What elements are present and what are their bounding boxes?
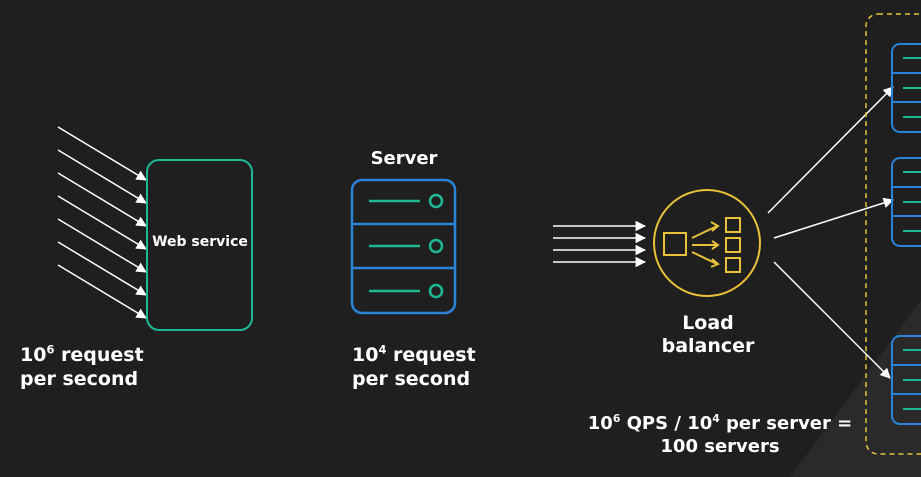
web-service-request-rate: 106 request per second — [20, 343, 144, 391]
load-balancer-icon — [653, 189, 761, 297]
per-server-text: per server = — [719, 413, 853, 434]
rate-unit: request — [54, 344, 144, 366]
web-service-label: Web service — [152, 234, 248, 250]
cluster-server-1 — [891, 43, 921, 133]
load-balancer-label-line1: Load — [682, 312, 734, 334]
cluster-server-3 — [891, 335, 921, 425]
load-balancer-label-line2: balancer — [661, 335, 755, 357]
rate-period: per second — [20, 368, 139, 390]
per-server-base: 10 — [687, 413, 713, 434]
rate-exponent: 4 — [378, 342, 387, 357]
rate-period: per second — [352, 368, 471, 390]
background-accent — [790, 300, 921, 477]
server-icon — [350, 178, 457, 315]
server-count-calculation: 106 QPS / 104 per server = 100 servers — [580, 412, 860, 458]
qps-exponent: 6 — [612, 412, 621, 425]
server-title: Server — [370, 148, 438, 169]
load-balancer-input-arrows — [553, 220, 647, 268]
rate-unit: request — [386, 344, 476, 366]
server-cluster-border — [865, 13, 921, 455]
rate-base: 10 — [20, 344, 47, 366]
incoming-requests-arrows — [57, 126, 147, 319]
qps-base: 10 — [587, 413, 613, 434]
rate-exponent: 6 — [46, 342, 55, 357]
qps-text: QPS / — [620, 413, 688, 434]
load-balancer-label: Load balancer — [652, 312, 764, 358]
load-balancer-output-arrows — [767, 86, 895, 379]
rate-base: 10 — [352, 344, 379, 366]
server-request-rate: 104 request per second — [352, 343, 476, 391]
web-service-box — [146, 159, 253, 331]
server-count-result: 100 servers — [660, 436, 780, 457]
cluster-server-2 — [891, 157, 921, 247]
per-server-exponent: 4 — [712, 412, 720, 425]
